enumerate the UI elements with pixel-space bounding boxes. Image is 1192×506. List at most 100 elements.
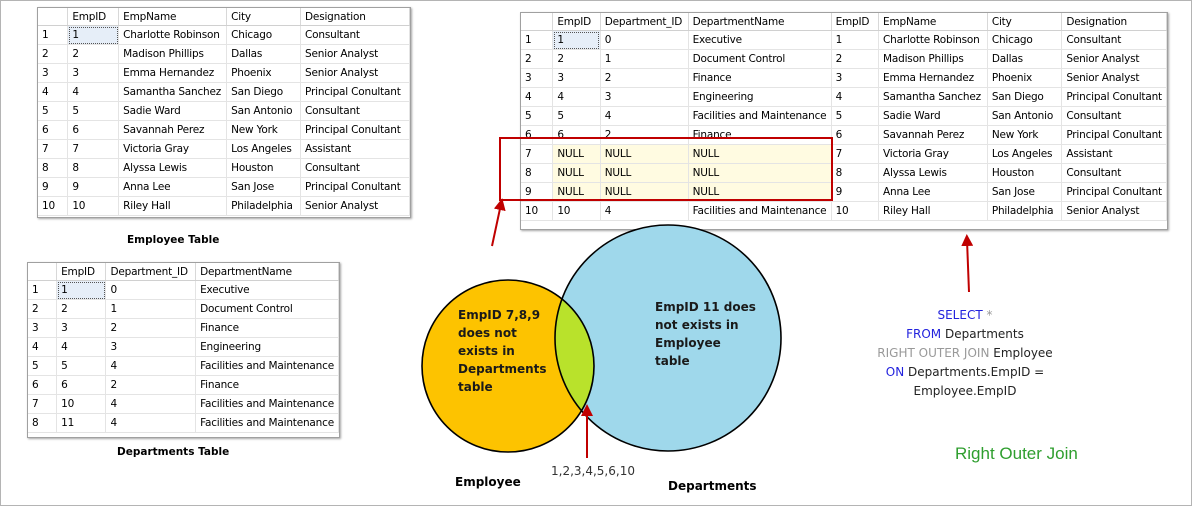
table-cell: Madison Phillips [878, 49, 988, 69]
sql-text: Departments [941, 327, 1024, 341]
column-header: Department_ID [600, 13, 689, 31]
employee-label: Employee [455, 475, 521, 489]
table-cell: 2 [600, 68, 689, 88]
table-cell: 8 [831, 163, 880, 183]
table-cell: 1 [56, 280, 107, 300]
diagram-title: Right Outer Join [955, 444, 1078, 463]
row-number-cell: 6 [521, 125, 554, 145]
table-cell: 3 [552, 68, 601, 88]
table-cell: Executive [195, 280, 339, 300]
table-cell: 1 [105, 299, 197, 319]
table-cell: 3 [600, 87, 689, 107]
table-cell: 1 [552, 30, 601, 50]
row-number-header [28, 263, 58, 281]
table-cell: NULL [688, 144, 832, 164]
table-cell: San Diego [987, 87, 1063, 107]
sql-line-from: FROM Departments [860, 325, 1070, 344]
table-cell: Senior Analyst [300, 44, 410, 64]
table-cell: Emma Hernandez [118, 63, 228, 83]
table-cell: Facilities and Maintenance [195, 413, 339, 433]
table-cell: 2 [105, 375, 197, 395]
table-cell: Consultant [300, 158, 410, 178]
table-cell: 7 [831, 144, 880, 164]
row-number-cell: 1 [28, 280, 58, 300]
sql-text: Employee [989, 346, 1053, 360]
table-cell: New York [987, 125, 1063, 145]
table-cell: NULL [688, 163, 832, 183]
table-cell: Facilities and Maintenance [688, 106, 832, 126]
table-cell: Phoenix [987, 68, 1063, 88]
table-cell: San Jose [987, 182, 1063, 202]
table-cell: 2 [105, 318, 197, 338]
table-cell: 4 [56, 337, 107, 357]
table-cell: 0 [105, 280, 197, 300]
table-cell: 10 [831, 201, 880, 221]
table-cell: 4 [552, 87, 601, 107]
table-cell: 2 [67, 44, 120, 64]
table-cell: 3 [67, 63, 120, 83]
table-cell: Alyssa Lewis [878, 163, 988, 183]
table-cell: Riley Hall [118, 196, 228, 216]
sql-line-join: RIGHT OUTER JOIN Employee [860, 344, 1070, 363]
table-cell: 3 [831, 68, 880, 88]
table-cell: Charlotte Robinson [878, 30, 988, 50]
table-cell: Victoria Gray [878, 144, 988, 164]
row-number-cell: 6 [38, 120, 69, 140]
employee-table-caption: Employee Table [127, 234, 220, 246]
row-number-cell: 5 [38, 101, 69, 121]
table-cell: Principal Conultant [1061, 182, 1167, 202]
table-cell: 1 [600, 49, 689, 69]
table-cell: 2 [600, 125, 689, 145]
row-number-cell: 4 [38, 82, 69, 102]
result-table: EmpID Department_ID DepartmentName EmpID… [521, 13, 1167, 221]
table-cell: Senior Analyst [1061, 68, 1167, 88]
row-number-cell: 2 [28, 299, 58, 319]
table-cell: 8 [67, 158, 120, 178]
table-cell: Facilities and Maintenance [688, 201, 832, 221]
table-cell: Finance [195, 318, 339, 338]
table-cell: NULL [600, 182, 689, 202]
table-cell: 4 [105, 356, 197, 376]
row-number-cell: 8 [38, 158, 69, 178]
table-cell: San Antonio [987, 106, 1063, 126]
row-number-header [38, 8, 69, 26]
column-header: Department_ID [105, 263, 197, 281]
table-cell: 4 [67, 82, 120, 102]
departments-circle-text: EmpID 11 does not exists in Employee tab… [655, 300, 760, 368]
table-cell: Victoria Gray [118, 139, 228, 159]
table-cell: Senior Analyst [1061, 49, 1167, 69]
table-cell: Phoenix [226, 63, 302, 83]
table-cell: Consultant [1061, 30, 1167, 50]
row-number-cell: 1 [38, 25, 69, 45]
column-header: City [226, 8, 302, 26]
result-table-grid: EmpID Department_ID DepartmentName EmpID… [520, 12, 1168, 230]
table-cell: San Diego [226, 82, 302, 102]
table-cell: Consultant [1061, 163, 1167, 183]
table-cell: Houston [226, 158, 302, 178]
table-cell: Senior Analyst [300, 196, 410, 216]
table-cell: Samantha Sanchez [878, 87, 988, 107]
row-number-cell: 10 [38, 196, 69, 216]
row-number-header [521, 13, 554, 31]
sql-text: Employee.EmpID [913, 384, 1017, 398]
table-cell: Savannah Perez [878, 125, 988, 145]
table-cell: 3 [105, 337, 197, 357]
sql-keyword: ON [885, 365, 905, 379]
table-cell: 4 [831, 87, 880, 107]
table-cell: New York [226, 120, 302, 140]
row-number-cell: 4 [521, 87, 554, 107]
table-cell: Madison Phillips [118, 44, 228, 64]
